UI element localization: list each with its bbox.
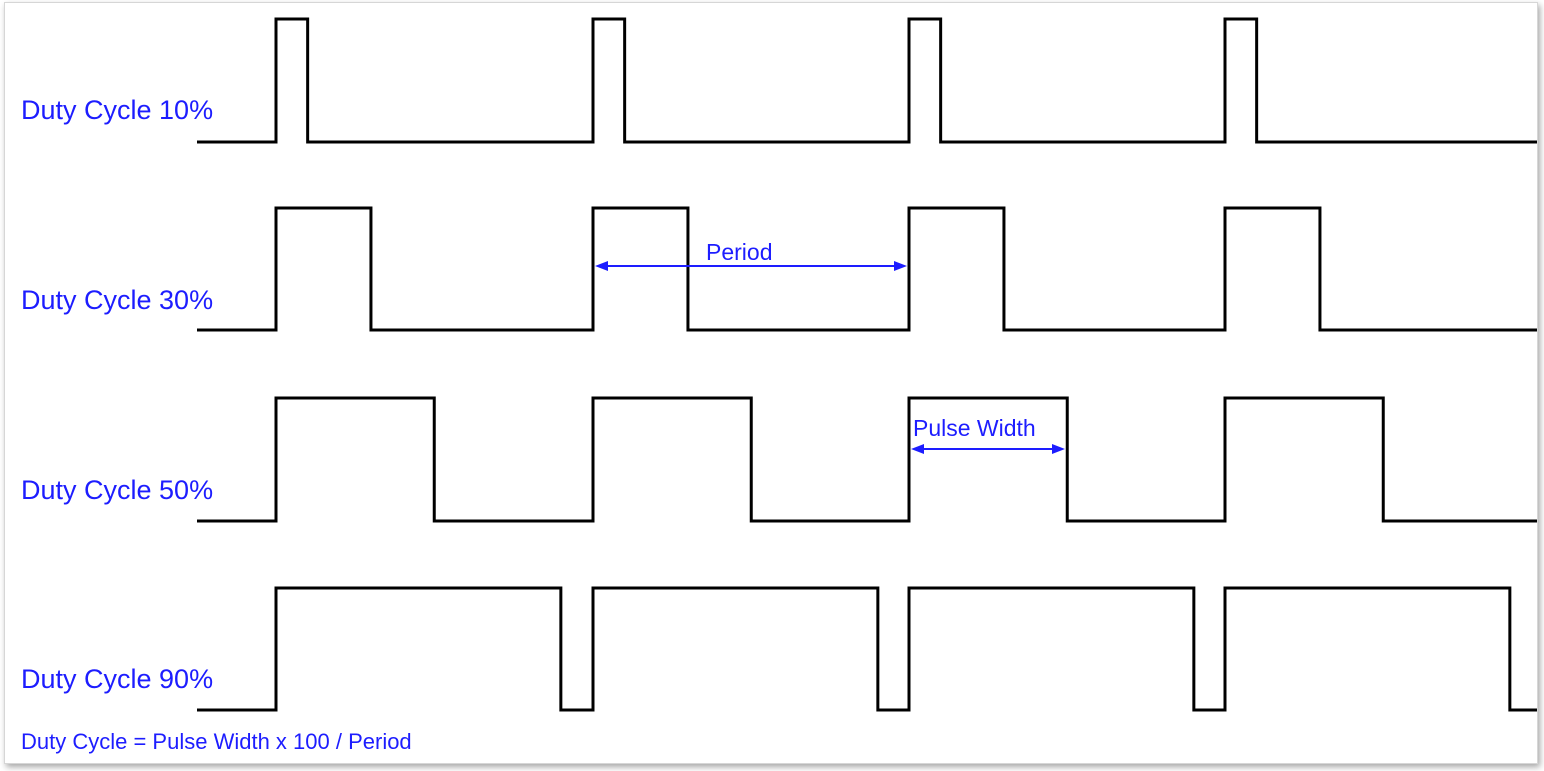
waveform-duty-10 <box>197 17 1537 144</box>
period-label: Period <box>706 239 773 265</box>
waveform-group <box>197 17 1537 712</box>
waveform-duty-30 <box>197 206 1537 332</box>
waveform-duty-50 <box>197 396 1537 523</box>
duty-cycle-label-50: Duty Cycle 50% <box>21 475 214 505</box>
period-arrow <box>595 261 907 271</box>
arrow-group <box>595 261 1065 454</box>
pwm-diagram <box>197 17 1537 712</box>
duty-cycle-label-90: Duty Cycle 90% <box>21 664 214 694</box>
duty-cycle-label-30: Duty Cycle 30% <box>21 285 214 315</box>
duty-cycle-formula: Duty Cycle = Pulse Width x 100 / Period <box>21 729 412 754</box>
waveform-duty-90 <box>197 586 1537 712</box>
pulse-width-arrow <box>911 444 1065 454</box>
pulse-width-label: Pulse Width <box>913 415 1036 441</box>
diagram-frame <box>4 2 1538 764</box>
duty-cycle-label-10: Duty Cycle 10% <box>21 95 214 125</box>
